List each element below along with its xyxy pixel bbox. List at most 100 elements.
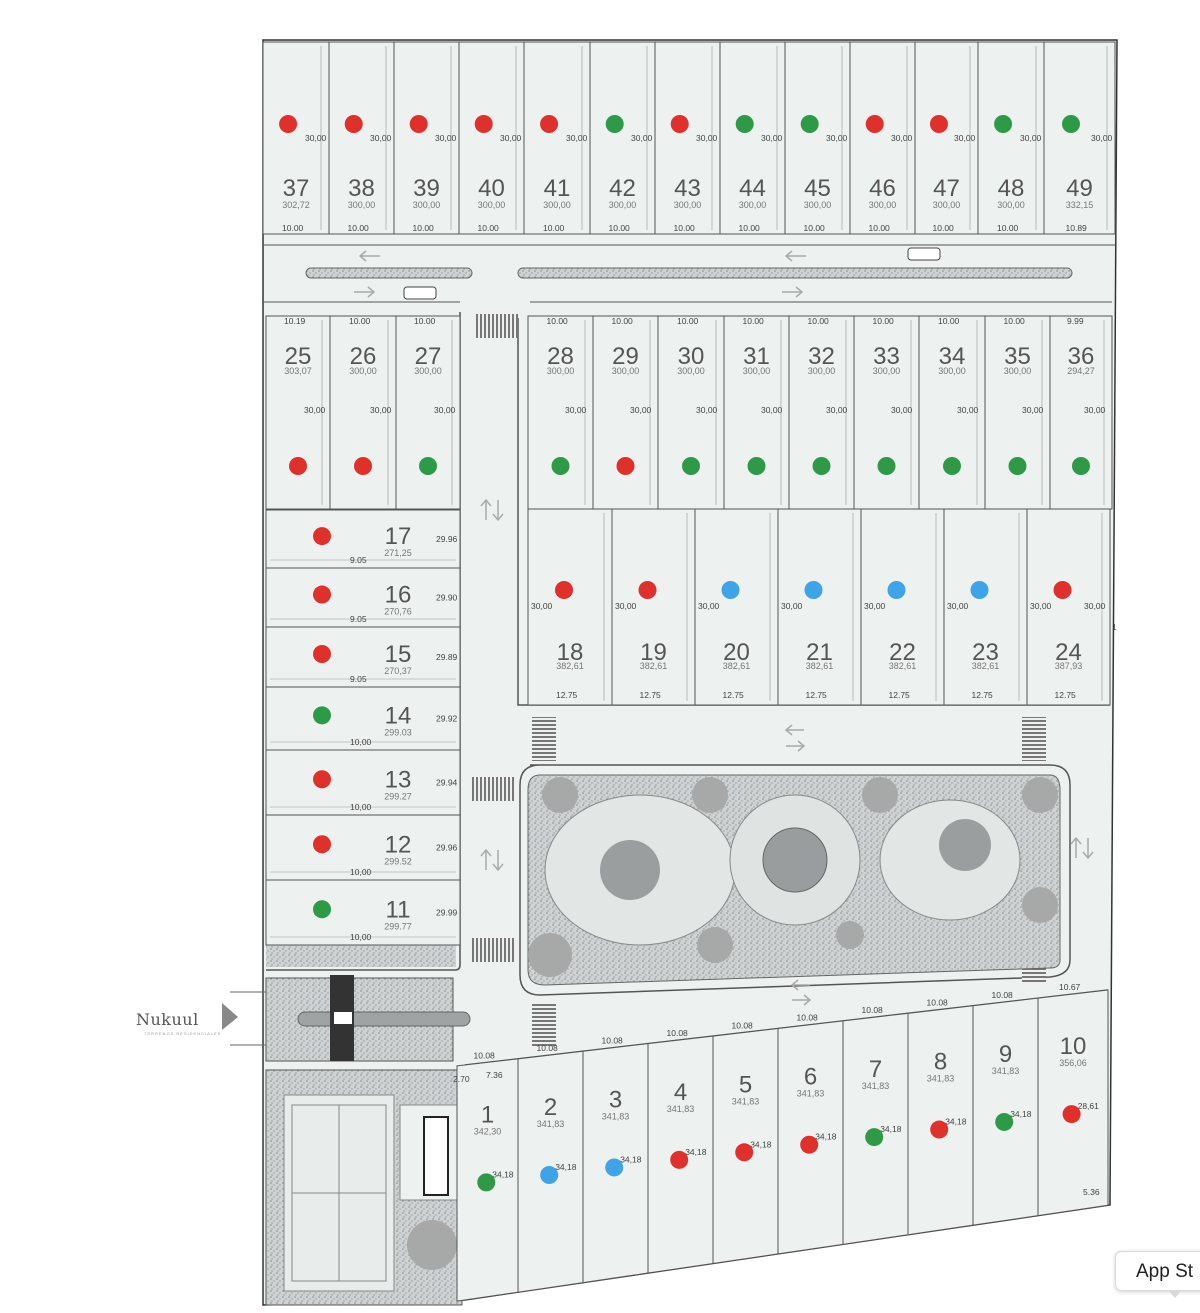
lot-status-dot[interactable] [1008,457,1027,475]
lot-status-dot[interactable] [540,115,559,133]
lot-status-dot[interactable] [313,585,331,604]
lot-status-dot[interactable] [313,706,331,725]
lot-status-dot[interactable] [344,115,363,133]
lot-status-dot[interactable] [865,1128,884,1147]
lot-status-dot[interactable] [313,645,331,663]
lot-status-dot[interactable] [800,1135,819,1154]
lot-status-dot[interactable] [877,457,896,475]
lot-status-dot[interactable] [670,115,689,133]
lot-status-dot[interactable] [354,457,372,475]
lot-status-dot[interactable] [289,457,307,475]
lot-status-dot[interactable] [747,457,766,475]
lot-status-dot[interactable] [1072,457,1090,475]
lot-status-dot[interactable] [313,835,331,854]
lot-status-dot[interactable] [409,115,428,133]
lot-status-dot[interactable] [994,115,1013,133]
lot-status-dot[interactable] [735,1143,754,1162]
lot-status-dot[interactable] [555,581,573,599]
lot-status-dot[interactable] [682,457,700,475]
lot-status-dot[interactable] [735,115,754,133]
lot-status-dot[interactable] [1062,1105,1081,1124]
lot-status-dot[interactable] [865,115,884,133]
lot-status-dot[interactable] [929,115,948,133]
lot-status-dot[interactable] [605,1158,624,1177]
lot-status-dot[interactable] [313,770,331,789]
lot-status-dot[interactable] [474,115,493,133]
app-store-tooltip[interactable]: App St [1115,1251,1200,1291]
lot-status-dot[interactable] [638,581,657,599]
lot-depth-dimension: 30,00 [435,133,457,143]
lot-status-dot[interactable] [721,581,740,599]
lot-status-dot[interactable] [804,581,823,599]
lot-status-dot[interactable] [1053,581,1072,599]
lot-status-dot[interactable] [279,115,298,133]
lot-status-dot[interactable] [551,457,570,475]
lot-status-dot[interactable] [930,1120,949,1139]
lot-status-dot[interactable] [313,527,331,546]
lot-status-dot[interactable] [670,1150,689,1169]
lot-status-dot[interactable] [943,457,961,475]
lot-status-dot[interactable] [540,1166,559,1185]
lot-status-dot[interactable] [616,457,635,475]
lot-status-dot[interactable] [812,457,831,475]
lot-status-dot[interactable] [800,115,819,133]
lot-status-dot[interactable] [995,1112,1014,1131]
lot-status-dot[interactable] [605,115,624,133]
lot-status-dot[interactable] [477,1173,496,1192]
lot-status-dot[interactable] [1061,115,1080,133]
lot-status-dot[interactable] [970,581,989,599]
lot-status-dot[interactable] [313,900,331,919]
lot-status-dot[interactable] [419,457,437,475]
lot-status-dot[interactable] [887,581,906,599]
